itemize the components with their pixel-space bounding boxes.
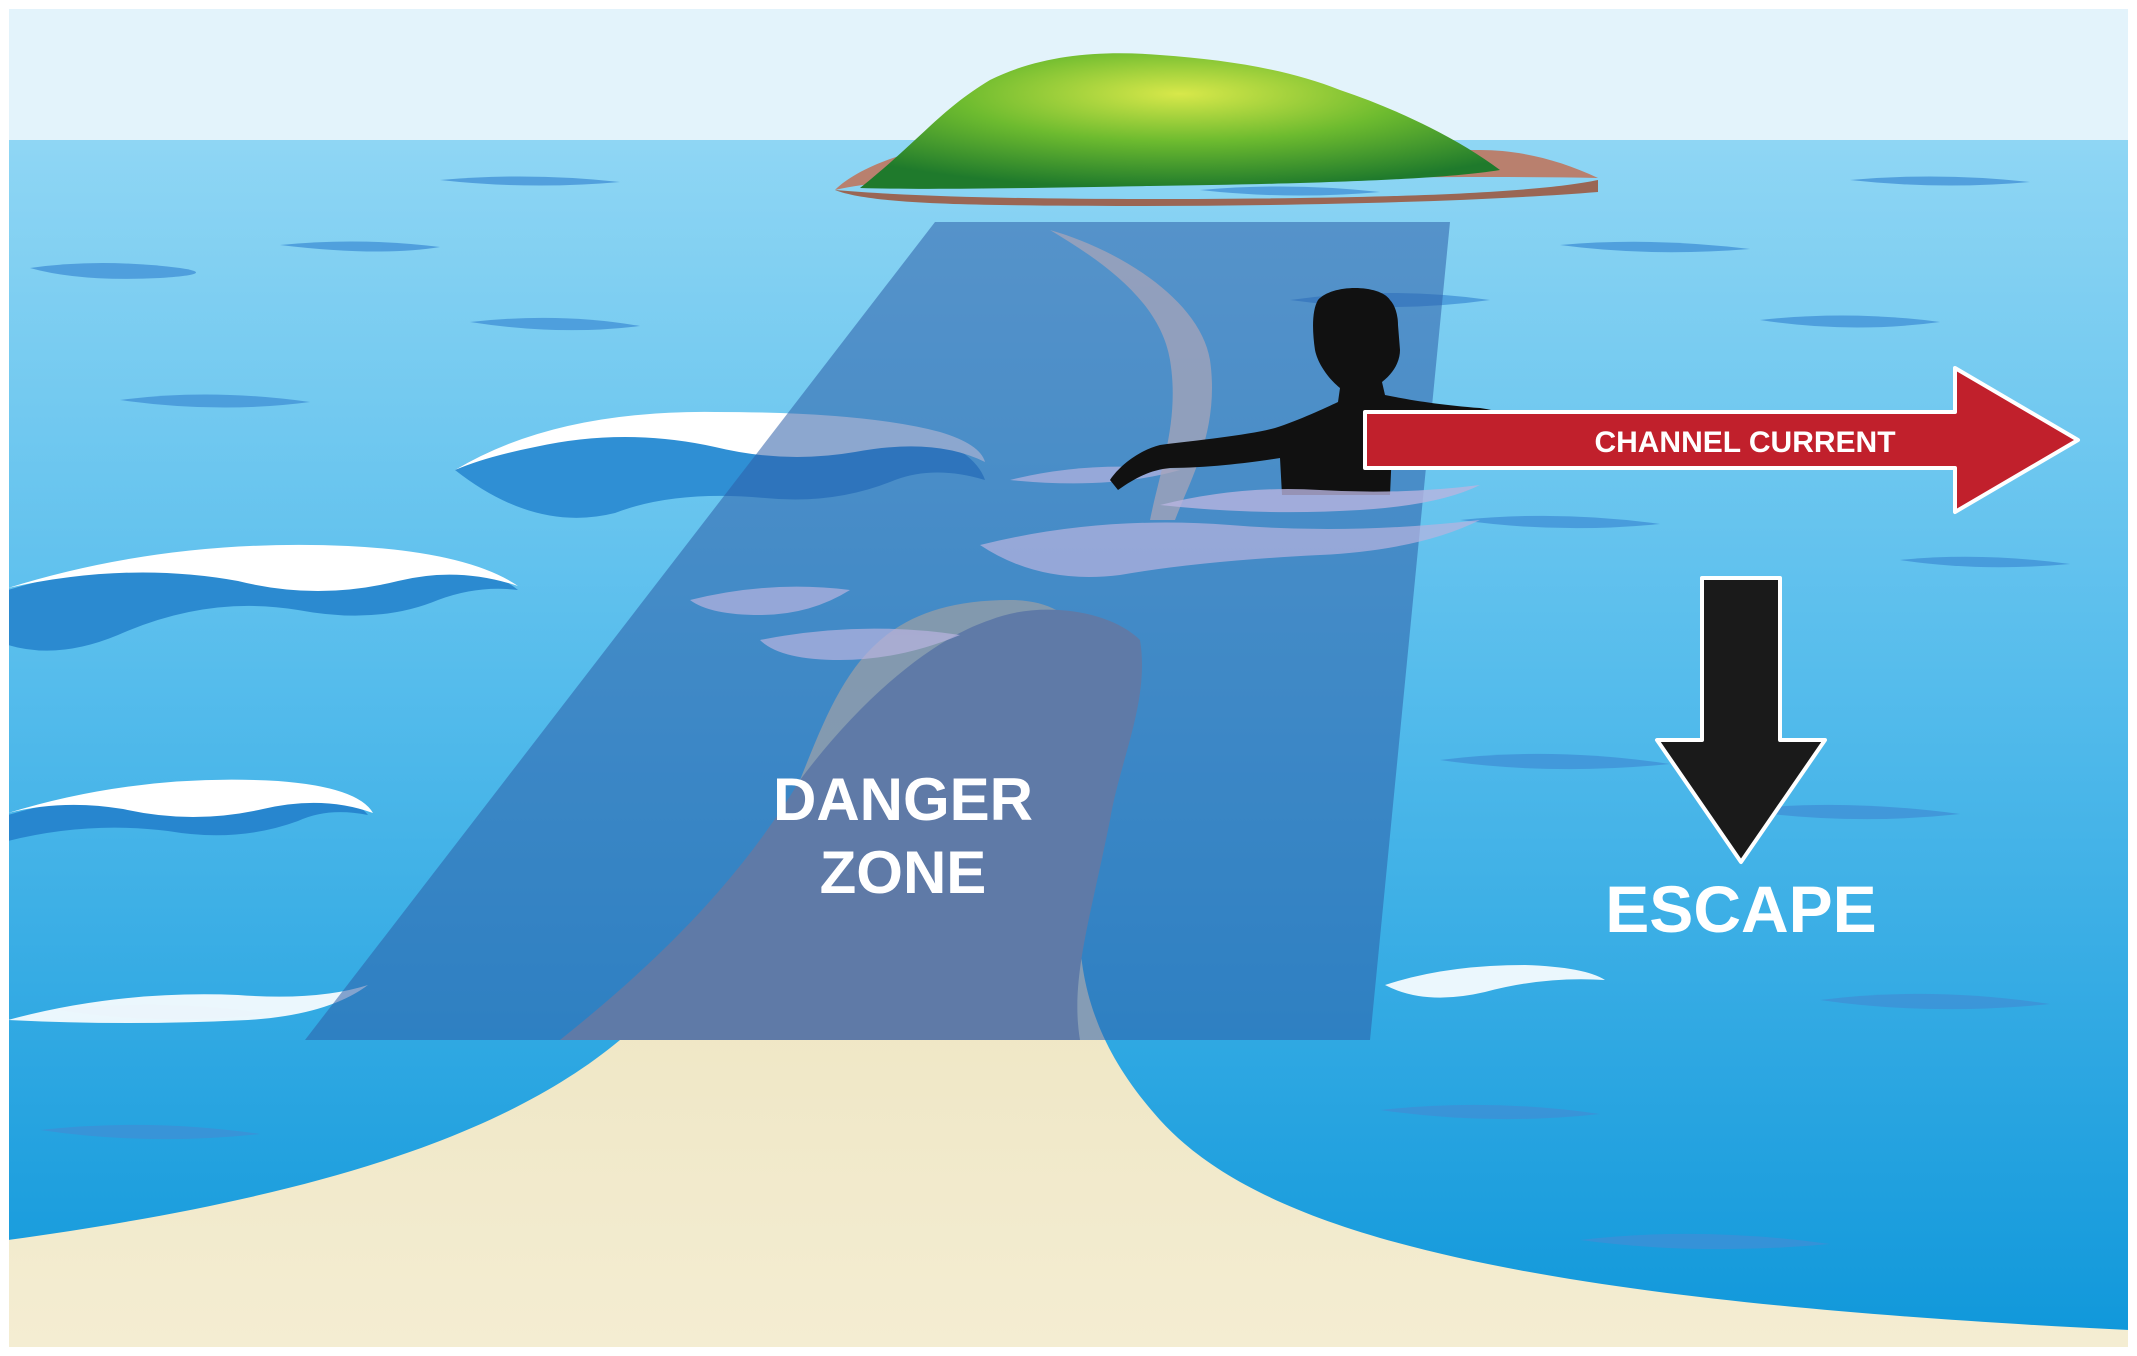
danger-label-line1: DANGER xyxy=(773,766,1033,833)
channel-current-label: CHANNEL CURRENT xyxy=(1594,426,1895,459)
danger-label-line2: ZONE xyxy=(820,839,987,906)
escape-label: ESCAPE xyxy=(1605,872,1876,946)
